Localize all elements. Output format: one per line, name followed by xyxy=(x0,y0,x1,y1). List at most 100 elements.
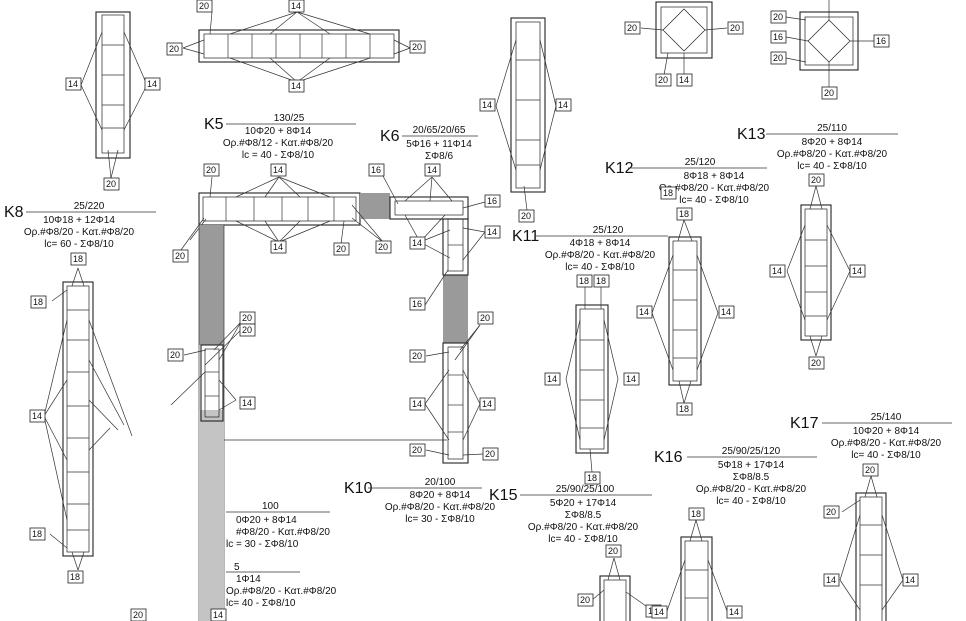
column-ties: ΣΦ8/8.5 xyxy=(565,510,602,521)
column-dimension: 20/65/20/65 xyxy=(413,125,466,136)
tag: 14 xyxy=(547,374,557,384)
column-dimension: 25/120 xyxy=(685,157,716,168)
tag: 20 xyxy=(175,251,185,261)
column-title: K8 xyxy=(4,204,24,221)
tag: 20 xyxy=(521,211,531,221)
tag: 18 xyxy=(33,297,43,307)
tag: 18 xyxy=(663,188,673,198)
tag: 20 xyxy=(730,23,740,33)
tag: 20 xyxy=(242,325,252,335)
tag: 18 xyxy=(679,209,689,219)
tag: 16 xyxy=(412,299,422,309)
partial-dimension: 100 xyxy=(262,501,279,512)
tag: 14 xyxy=(772,266,782,276)
column-K12: K12 25/120 8Φ18 + 8Φ14 Ορ.#Φ8/20 - Κατ.#… xyxy=(605,157,770,416)
tag: 20 xyxy=(412,351,422,361)
column-top-center: 14 14 20 xyxy=(479,17,572,223)
column-title: K5 xyxy=(204,116,224,133)
tag: 14 xyxy=(639,307,649,317)
column-frame-left: 20 20 20 14 xyxy=(167,311,256,422)
tag: 18 xyxy=(587,473,597,483)
tag: 18 xyxy=(579,276,589,286)
tag: 14 xyxy=(626,374,636,384)
partial-bars: 0Φ20 + 8Φ14 xyxy=(236,515,297,526)
tag: 16 xyxy=(487,196,497,206)
tag: 14 xyxy=(558,100,568,110)
column-square-2: 20 16 20 16 20 xyxy=(770,0,890,100)
column-title: K12 xyxy=(605,160,634,177)
column-title: K17 xyxy=(790,415,819,432)
partial-lc: lc = 30 - ΣΦ8/10 xyxy=(226,539,299,550)
column-dimension: 25/90/25/100 xyxy=(556,484,615,495)
tag: 18 xyxy=(679,404,689,414)
column-bars: 10Φ18 + 12Φ14 xyxy=(43,215,115,226)
tag: 14 xyxy=(213,610,223,620)
tag: 20 xyxy=(811,358,821,368)
tag: 14 xyxy=(273,165,283,175)
column-lc: lc= 40 - ΣΦ8/10 xyxy=(797,161,867,172)
tag: 20 xyxy=(412,42,422,52)
column-ties-2: Ορ.#Φ8/20 - Κατ.#Φ8/20 xyxy=(696,484,807,495)
tag: 14 xyxy=(242,398,252,408)
column-K8: K8 25/220 10Φ18 + 12Φ14 Ορ.#Φ8/20 - Κατ.… xyxy=(4,201,156,584)
tag: 18 xyxy=(73,254,83,264)
tag: 20 xyxy=(485,449,495,459)
column-dimension: 130/25 xyxy=(274,113,305,124)
column-ties: Ορ.#Φ8/20 - Κατ.#Φ8/20 xyxy=(545,250,656,261)
tag: 18 xyxy=(70,572,80,582)
tag: 14 xyxy=(273,242,283,252)
tag: 16 xyxy=(876,36,886,46)
tag: 18 xyxy=(691,509,701,519)
column-K10: K10 20/100 8Φ20 + 8Φ14 Ορ.#Φ8/20 - Κατ.#… xyxy=(344,477,496,525)
tag: 14 xyxy=(721,307,731,317)
tag: 20 xyxy=(580,595,590,605)
column-dimension: 25/220 xyxy=(74,201,105,212)
tag: 20 xyxy=(206,165,216,175)
tag: 20 xyxy=(106,179,116,189)
tag: 18 xyxy=(596,276,606,286)
column-bars: 8Φ20 + 8Φ14 xyxy=(802,137,863,148)
tag: 14 xyxy=(826,575,836,585)
column-lc: lc= 40 - ΣΦ8/10 xyxy=(716,496,786,507)
column-top-horizontal: 20 14 20 20 14 xyxy=(166,0,426,93)
column-lc: lc= 40 - ΣΦ8/10 xyxy=(679,195,749,206)
tag: 14 xyxy=(68,79,78,89)
column-bars: 10Φ20 + 8Φ14 xyxy=(245,126,312,137)
column-K16: K16 25/90/25/120 5Φ18 + 17Φ14 ΣΦ8/8.5 Ορ… xyxy=(651,446,817,621)
column-bars: 5Φ20 + 17Φ14 xyxy=(550,498,617,509)
column-title: K16 xyxy=(654,449,683,466)
column-bars: 5Φ18 + 17Φ14 xyxy=(718,460,785,471)
tag: 20 xyxy=(658,75,668,85)
tag: 20 xyxy=(865,465,875,475)
tag: 20 xyxy=(627,23,637,33)
column-bars: 10Φ20 + 8Φ14 xyxy=(853,426,920,437)
partial-dimension-2: 5 xyxy=(234,562,240,573)
tag: 14 xyxy=(147,79,157,89)
partial-lc-2: lc= 40 - ΣΦ8/10 xyxy=(226,598,296,609)
column-bars: 8Φ18 + 8Φ14 xyxy=(684,171,745,182)
column-square-1: 20 20 20 14 xyxy=(624,1,744,87)
partial-ties-2: Ορ.#Φ8/20 - Κατ.#Φ8/20 xyxy=(226,586,337,597)
column-K13: K13 25/110 8Φ20 + 8Φ14 Ορ.#Φ8/20 - Κατ.#… xyxy=(737,123,898,370)
tag: 14 xyxy=(852,266,862,276)
partial-ties: #Φ8/20 - Κατ.#Φ8/20 xyxy=(236,527,330,538)
column-title: K13 xyxy=(737,126,766,143)
tag: 20 xyxy=(133,610,143,620)
tag: 20 xyxy=(824,88,834,98)
tag: 14 xyxy=(487,227,497,237)
tag: 14 xyxy=(291,1,301,11)
column-title: K10 xyxy=(344,480,373,497)
column-dimension: 25/90/25/120 xyxy=(722,446,781,457)
column-partial: 100 0Φ20 + 8Φ14 #Φ8/20 - Κατ.#Φ8/20 lc =… xyxy=(130,501,337,621)
tag: 20 xyxy=(773,53,783,63)
column-ties: Ορ.#Φ8/20 - Κατ.#Φ8/20 xyxy=(385,502,496,513)
column-ties-2: Ορ.#Φ8/20 - Κατ.#Φ8/20 xyxy=(528,522,639,533)
tag: 14 xyxy=(482,399,492,409)
tag: 14 xyxy=(427,165,437,175)
tag: 20 xyxy=(608,546,618,556)
column-title: K15 xyxy=(489,487,518,504)
tag: 20 xyxy=(199,1,209,11)
column-lc: lc = 40 - ΣΦ8/10 xyxy=(242,150,315,161)
tag: 16 xyxy=(773,32,783,42)
